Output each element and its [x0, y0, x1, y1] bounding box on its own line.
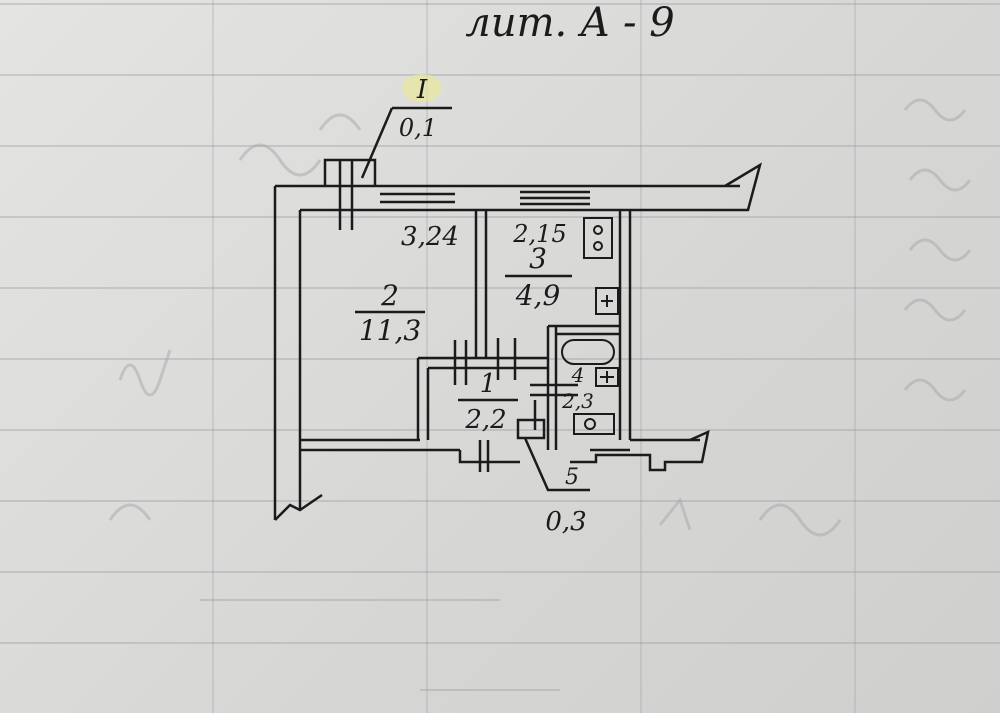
room-5-label: 5 0,3 — [545, 465, 586, 537]
stove-icon — [583, 217, 613, 259]
room-2-label: 2 11,3 — [355, 279, 425, 347]
walls — [273, 158, 763, 521]
bathtub-icon — [561, 339, 615, 365]
vestibule-number: I — [416, 75, 428, 105]
kitchen-sink-icon — [595, 287, 619, 315]
room-4-number: 4 — [571, 363, 585, 387]
room-4-label: 4 2,3 — [561, 363, 594, 413]
room-5-number: 5 — [565, 465, 579, 490]
room-3-number: 3 — [529, 242, 547, 275]
room-1-number: 1 — [480, 369, 497, 399]
room-2-area: 11,3 — [359, 314, 421, 347]
leader-line — [360, 107, 394, 179]
room-1-area: 2,2 — [464, 405, 506, 435]
bleed-through-marks — [108, 98, 972, 691]
fixtures — [561, 217, 619, 435]
room-3-label: 3 4,9 — [505, 242, 572, 312]
room-2-number: 2 — [380, 279, 399, 312]
bathroom-sink-icon — [595, 367, 619, 387]
room3-width-label: 2,15 — [512, 220, 566, 248]
room-4-area: 2,3 — [561, 389, 594, 413]
room2-width-label: 3,24 — [401, 222, 459, 252]
vestibule-label: I 0,1 — [360, 74, 452, 179]
highlight-mark — [402, 74, 442, 102]
room-1-label: 1 2,2 — [458, 369, 518, 435]
header-label: лит. А - 9 — [465, 0, 674, 46]
room-5-area: 0,3 — [545, 507, 586, 537]
toilet-icon — [573, 413, 615, 435]
room-3-area: 4,9 — [515, 279, 561, 312]
vestibule-area: 0,1 — [399, 114, 437, 142]
